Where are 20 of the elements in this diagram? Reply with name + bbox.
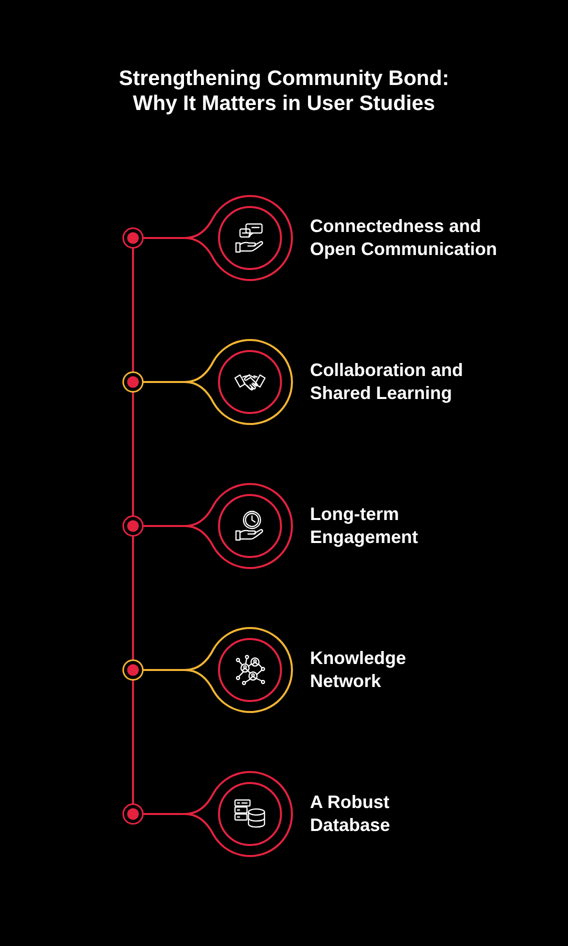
timeline-dot: [122, 227, 144, 249]
step-title: A Robust Database: [310, 791, 392, 837]
connector-line: [143, 525, 185, 527]
timeline-dot: [122, 371, 144, 393]
connector-line: [143, 381, 185, 383]
step-title: Long-term Engagement: [310, 503, 420, 549]
timeline-line: [132, 248, 134, 372]
timeline-line: [132, 680, 134, 804]
timeline-dot: [122, 803, 144, 825]
timeline-line: [132, 392, 134, 516]
timeline-dot: [122, 515, 144, 537]
title: Strengthening Community Bond: Why It Matters in User Studies: [118, 66, 450, 116]
step-title: Connectedness and Open Communication: [310, 215, 498, 261]
timeline-dot: [122, 659, 144, 681]
timeline-line: [132, 536, 134, 660]
step-title: Collaboration and Shared Learning: [310, 359, 464, 405]
connector-line: [143, 813, 185, 815]
connector-line: [143, 237, 185, 239]
step-title: Knowledge Network: [310, 647, 408, 693]
connector-line: [143, 669, 185, 671]
